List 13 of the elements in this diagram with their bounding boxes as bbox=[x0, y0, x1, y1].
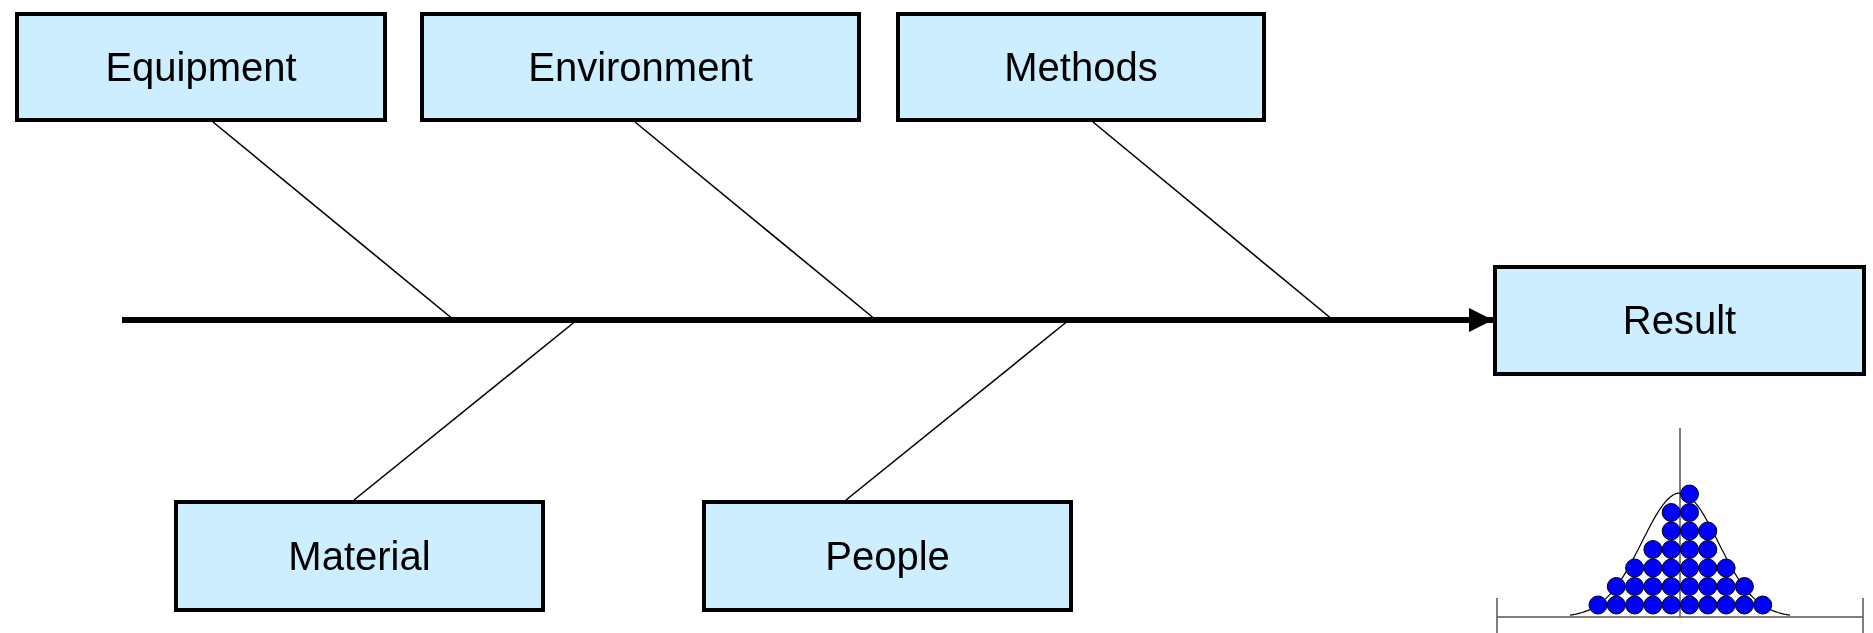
box-label: Material bbox=[288, 533, 431, 579]
category-box bbox=[896, 12, 1266, 122]
box-label: Equipment bbox=[105, 44, 297, 90]
category-box bbox=[174, 500, 545, 612]
category-box bbox=[702, 500, 1073, 612]
box-label: Environment bbox=[528, 44, 753, 90]
category-box bbox=[420, 12, 861, 122]
category-box bbox=[1493, 265, 1866, 376]
arrow bbox=[122, 308, 1493, 332]
category-box bbox=[15, 12, 387, 122]
box-label: Result bbox=[1622, 298, 1737, 343]
box-label: Methods bbox=[1004, 44, 1158, 90]
box-label: People bbox=[825, 533, 950, 579]
